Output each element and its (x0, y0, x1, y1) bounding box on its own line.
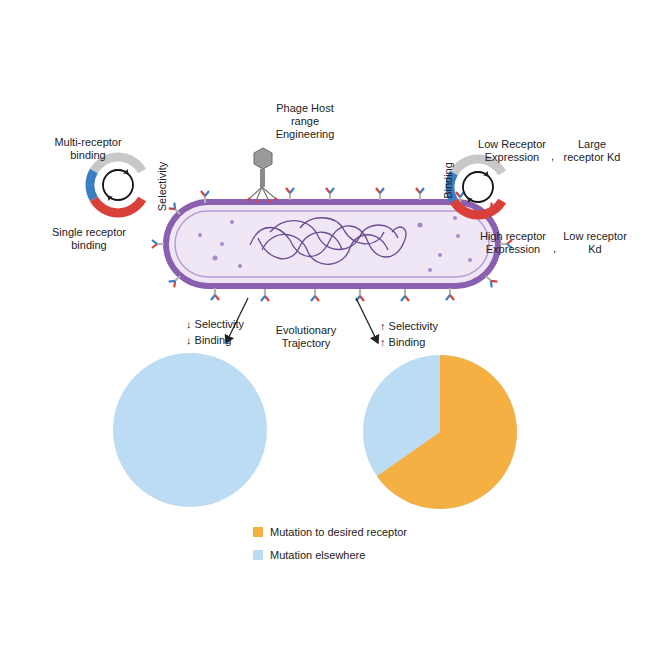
dial-label: Multi-receptor binding (46, 136, 130, 162)
dial-label: Large receptor Kd (561, 138, 623, 164)
separator: , (551, 150, 559, 163)
trend-label: ↑ Binding (380, 336, 470, 349)
dna-coil (250, 218, 406, 265)
legend-text: Mutation elsewhere (270, 549, 365, 562)
trend-label: ↓ Binding (186, 334, 276, 347)
legend-text: Mutation to desired receptor (270, 526, 407, 539)
pie-chart (363, 355, 517, 509)
title-label: Phage Host range Engineering (272, 102, 338, 141)
dial-label: Low Receptor Expression (476, 138, 548, 164)
selectivity-dial (90, 157, 142, 213)
bacterium-outer (163, 199, 501, 289)
dial-label: Single receptor binding (46, 226, 132, 252)
trend-label: ↓ Selectivity (186, 318, 276, 331)
dial-label: Low receptor Kd (561, 230, 629, 256)
binding-dial (450, 159, 502, 215)
arrow-label: Evolutionary Trajectory (270, 324, 342, 350)
phage (248, 148, 278, 203)
legend-swatch (253, 550, 263, 560)
receptors (152, 188, 512, 301)
axis-label: Selectivity (156, 157, 169, 217)
dial-label: High receptor Expression (474, 230, 552, 256)
trajectory-arrow (356, 298, 378, 343)
trend-label: ↑ Selectivity (380, 320, 470, 333)
pie-slice (377, 355, 517, 509)
pie-chart (113, 353, 267, 507)
separator: , (553, 242, 561, 255)
cytoplasm-dots (198, 216, 472, 272)
bacterium-inner (169, 205, 495, 283)
legend-swatch (253, 527, 263, 537)
axis-label: Binding (442, 151, 455, 211)
